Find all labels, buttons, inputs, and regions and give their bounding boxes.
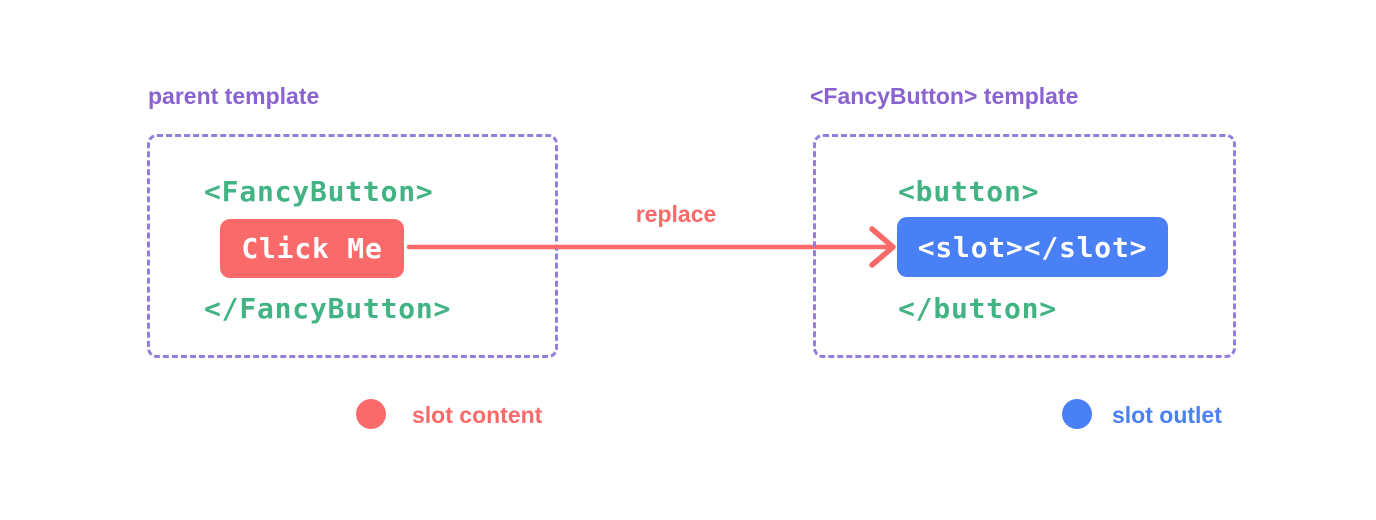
slot-content-dot-icon [356,399,386,429]
slot-outlet-box: <slot></slot> [897,217,1168,277]
slot-outlet-legend-label: slot outlet [1112,402,1222,428]
parent-template-title: parent template [148,83,320,109]
fancybutton-template-title: <FancyButton> template [810,83,1079,109]
button-close-tag: </button> [898,292,1057,325]
click-me-button-label: Click Me [241,232,383,265]
button-open-tag: <button> [898,175,1040,208]
fancybutton-template-box [813,134,1236,358]
fancybutton-close-tag: </FancyButton> [204,292,452,325]
slot-outlet-dot-icon [1062,399,1092,429]
click-me-button: Click Me [220,219,404,278]
replace-label: replace [635,201,717,227]
fancybutton-open-tag: <FancyButton> [204,175,434,208]
slot-code-label: <slot></slot> [917,230,1148,264]
slot-content-legend-label: slot content [412,402,543,428]
